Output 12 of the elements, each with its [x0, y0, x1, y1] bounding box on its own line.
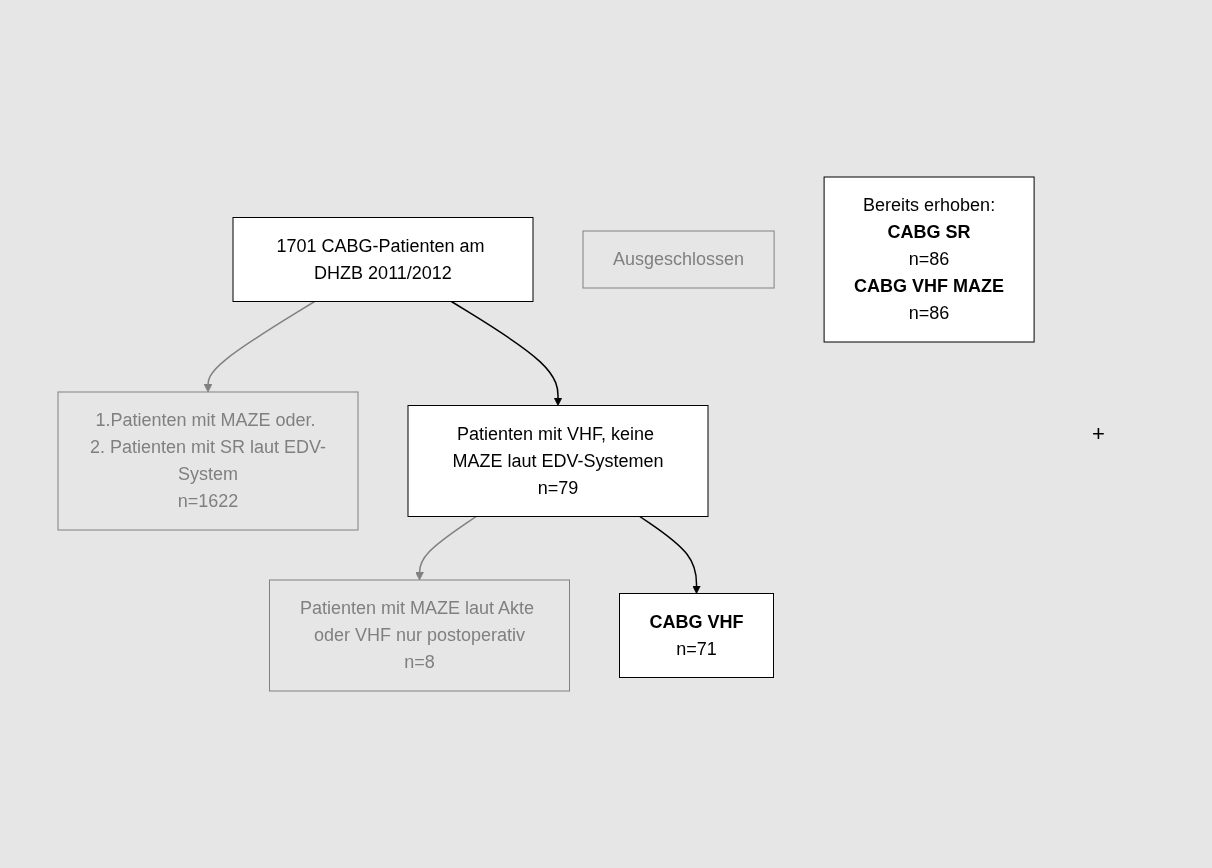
node-box: 1.Patienten mit MAZE oder. 2. Patienten mit SR laut EDV-System n=1622 — [57, 391, 359, 531]
arrow — [639, 515, 701, 594]
plus-sign-label: + — [1092, 421, 1106, 447]
node-box: Bereits erhoben: CABG SR n=86 CABG VHF MAZE n=86 — [823, 176, 1035, 343]
node-box: Patienten mit VHF, keine MAZE laut EDV-Systemen n=79 — [407, 405, 709, 517]
node-box: Ausgeschlossen — [582, 230, 775, 289]
arrow — [450, 300, 563, 406]
arrow — [203, 300, 316, 393]
node-box: CABG VHF n=71 — [618, 593, 774, 678]
node-box: 1701 CABG-Patienten am DHZB 2011/2012 — [232, 217, 534, 302]
node-box: Patienten mit MAZE laut Akte oder VHF nur postoperativ n=8 — [268, 579, 570, 692]
arrow — [415, 515, 477, 581]
